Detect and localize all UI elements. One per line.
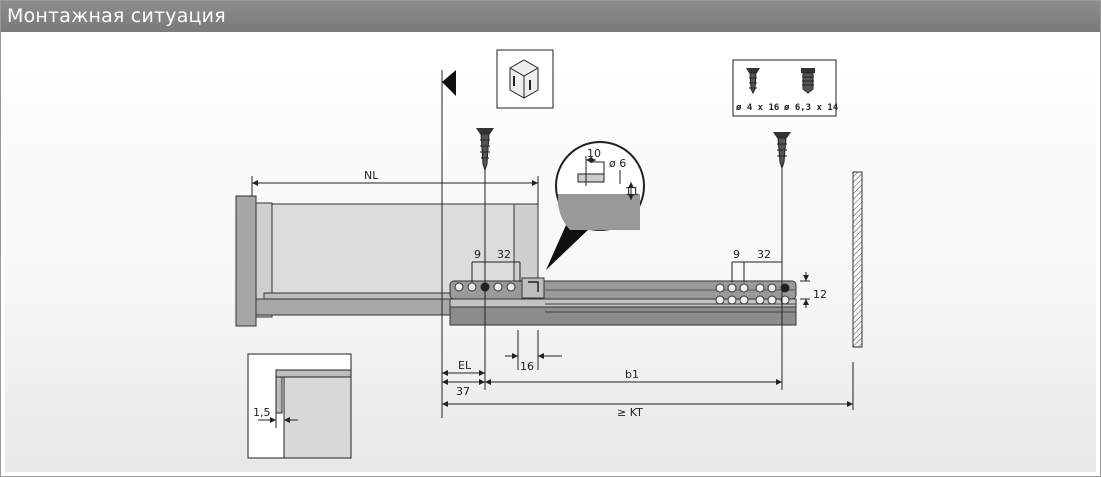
- drawer-front: [235, 195, 273, 327]
- dim-d6: ø 6: [609, 157, 626, 170]
- dim-37: 37: [456, 385, 470, 398]
- label-kt: ≥ KT: [617, 406, 643, 419]
- dim-32-front: 32: [497, 248, 511, 261]
- dim-1-5: 1,5: [253, 406, 271, 419]
- screw-legend: ø 4 x 16 ø 6,3 x 14: [732, 59, 839, 117]
- dim-32-rear: 32: [757, 248, 771, 261]
- dim-11: 11: [625, 185, 639, 198]
- drawer-box: [255, 203, 555, 316]
- rear-screw-icon: [773, 132, 791, 170]
- page-title: Монтажная ситуация: [7, 5, 226, 27]
- dim-16: 16: [520, 360, 534, 373]
- label-nl: NL: [364, 169, 379, 182]
- dim-9-front: 9: [474, 248, 481, 261]
- label-b1: b1: [625, 368, 639, 381]
- screw-spec-1: ø 4 x 16: [736, 103, 779, 113]
- inset-detail: 1,5: [247, 353, 352, 459]
- front-marker-icon: [442, 70, 456, 96]
- screw-spec-2: ø 6,3 x 14: [784, 103, 839, 113]
- rear-screw-holes: [715, 283, 790, 305]
- dim-12: 12: [813, 288, 827, 301]
- runner-rail: [449, 277, 797, 326]
- label-el: EL: [458, 359, 472, 372]
- dim-9-rear: 9: [733, 248, 740, 261]
- front-screw-icon: [476, 128, 494, 172]
- detail-callout: 10 ø 6 11: [546, 141, 645, 270]
- cabinet-icon: [496, 49, 554, 109]
- dim-10: 10: [587, 147, 601, 160]
- header-bar: Монтажная ситуация: [1, 1, 1100, 32]
- cabinet-back-wall: [852, 171, 863, 348]
